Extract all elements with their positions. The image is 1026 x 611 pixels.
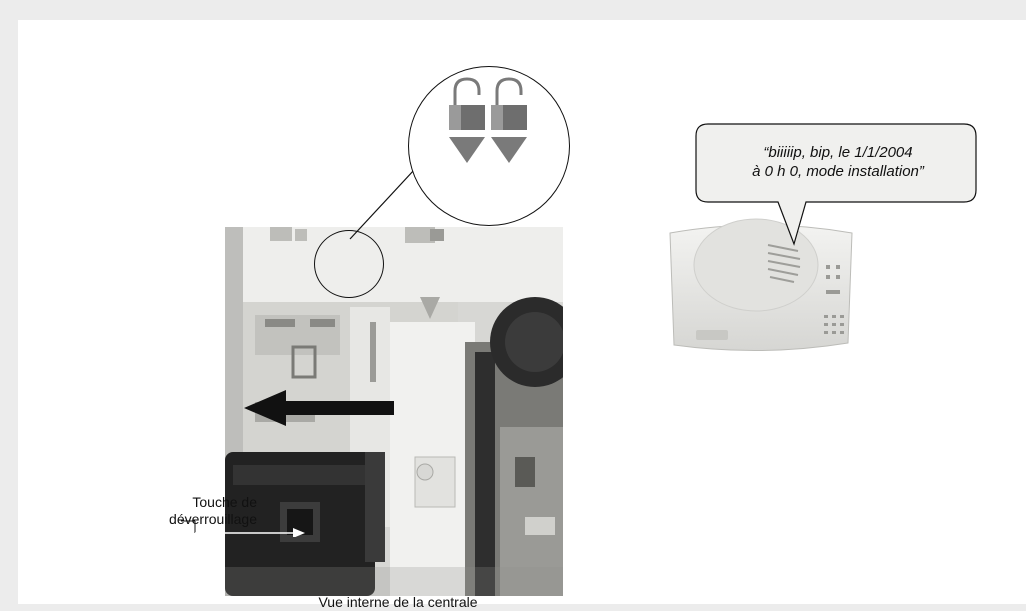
unlock-key-pointer xyxy=(181,513,306,537)
padlock-icon xyxy=(447,77,487,167)
speech-bubble-line2: à 0 h 0, mode installation” xyxy=(708,162,968,181)
manual-page: Touche de déverrouillage Vue interne de … xyxy=(18,20,1026,604)
callout-target-circle xyxy=(314,230,384,298)
padlock-icon xyxy=(489,77,529,167)
speech-bubble xyxy=(678,122,978,252)
photo-caption: Vue interne de la centrale xyxy=(258,594,538,611)
padlock-magnifier xyxy=(408,66,570,226)
unlock-key-label-line1: Touche de xyxy=(112,494,257,511)
speech-bubble-line1: “biiiiip, bip, le 1/1/2004 xyxy=(708,143,968,162)
arrow-left-icon xyxy=(244,390,394,426)
speech-bubble-text: “biiiiip, bip, le 1/1/2004 à 0 h 0, mode… xyxy=(708,143,968,181)
